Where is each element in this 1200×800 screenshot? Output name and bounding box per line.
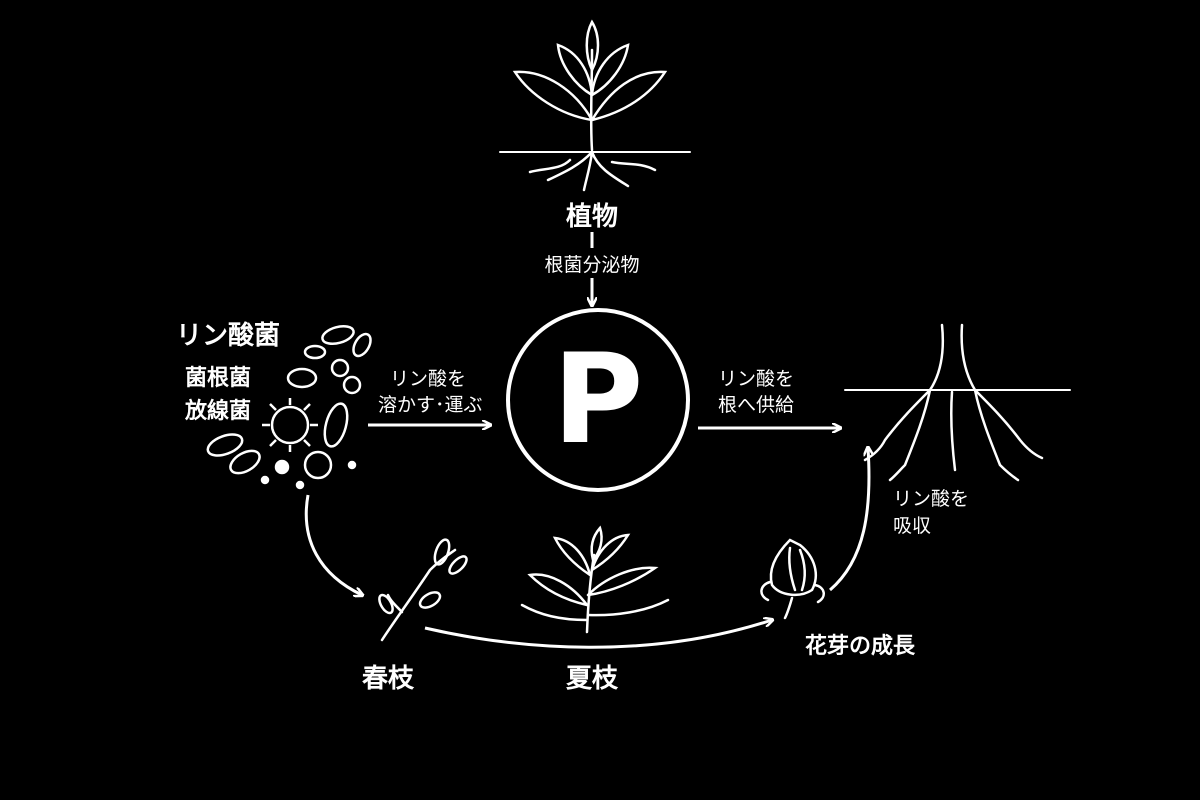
root-exudate-label: 根菌分泌物	[544, 254, 640, 276]
edge-dissolve-line1: リン酸を	[390, 368, 467, 390]
edge-absorb-line1: リン酸を	[893, 488, 970, 510]
plant-label: 植物	[565, 202, 619, 232]
flower-bud-label: 花芽の成長	[804, 634, 916, 659]
edge-supply-line1: リン酸を	[718, 368, 795, 390]
microbes-line2: 放線菌	[185, 399, 252, 424]
spring-shoot-icon	[378, 538, 468, 642]
edge-supply-line2: 根へ供給	[718, 394, 795, 416]
bud-to-roots-arrow	[829, 448, 869, 592]
phosphorus-circle	[506, 308, 690, 492]
microbes-line1: 菌根菌	[185, 366, 252, 391]
edge-absorb-line2: 吸収	[893, 515, 932, 537]
roots-icon	[844, 323, 1071, 482]
edge-dissolve-line2: 溶かす･運ぶ	[378, 394, 483, 416]
summer-shoot-label: 夏枝	[565, 664, 619, 694]
plant-icon	[499, 19, 691, 192]
spring-shoot-label: 春枝	[361, 664, 415, 694]
phosphorus-label: P	[552, 328, 644, 472]
microbes-icon	[206, 324, 372, 490]
summer-shoot-icon	[520, 525, 670, 634]
shoot-to-bud-arrow	[424, 620, 772, 649]
microbes-to-spring-arrow	[304, 494, 362, 595]
flower-bud-icon	[760, 538, 825, 620]
microbes-title: リン酸菌	[176, 321, 281, 351]
